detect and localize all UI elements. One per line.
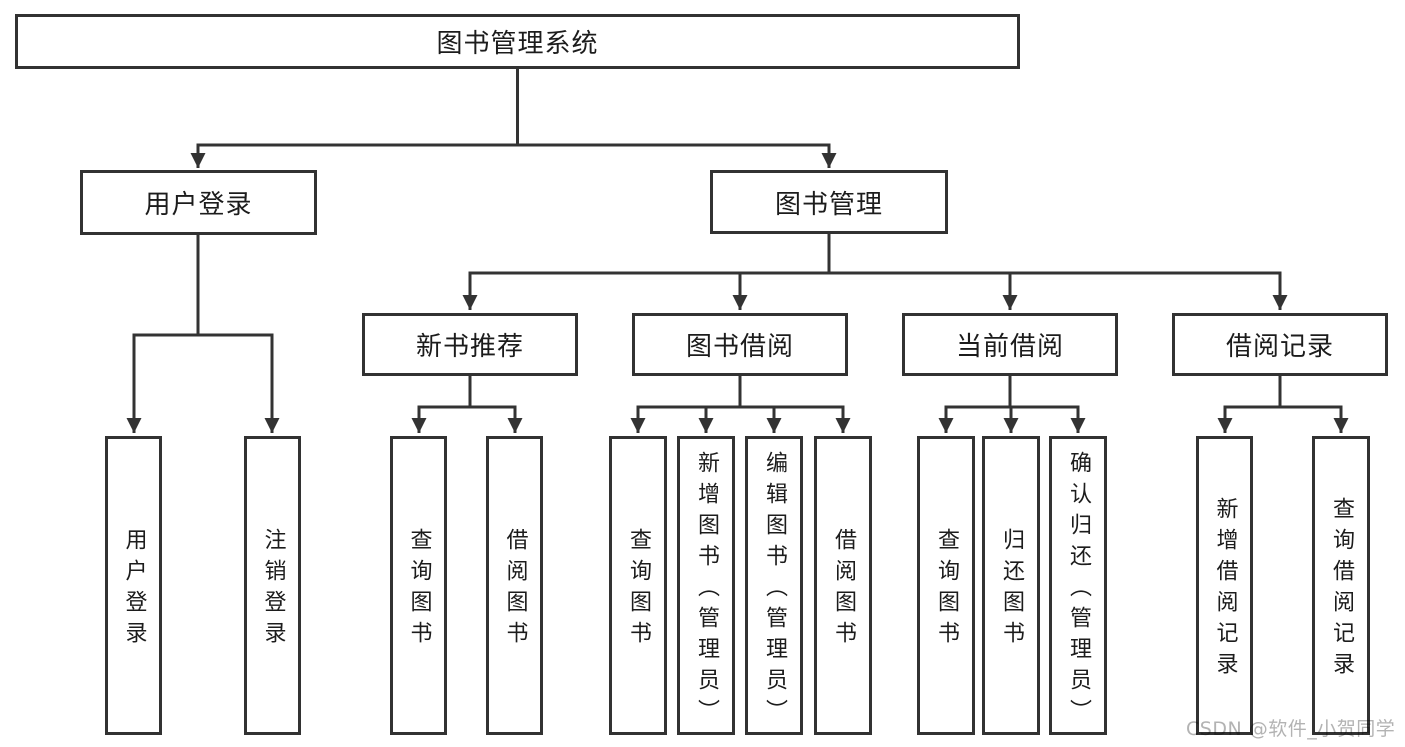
node-label: 借阅图书 xyxy=(502,528,528,652)
leaf-confirm-return-admin: 确认归还（管理员） xyxy=(1049,436,1107,735)
node-library-management-system: 图书管理系统 xyxy=(15,14,1020,69)
node-label: 归还图书 xyxy=(999,528,1024,652)
node-label: 借阅记录 xyxy=(1225,332,1334,362)
node-borrowing-records: 借阅记录 xyxy=(1172,313,1388,376)
node-label: 注销登录 xyxy=(260,528,286,652)
leaf-return-book: 归还图书 xyxy=(982,436,1040,735)
node-label: 查询图书 xyxy=(934,528,959,652)
node-label: 图书借阅 xyxy=(685,332,794,362)
node-label: 图书管理系统 xyxy=(436,29,599,59)
leaf-query-books-current: 查询图书 xyxy=(917,436,975,735)
node-book-borrowing: 图书借阅 xyxy=(632,313,848,376)
node-label: 新书推荐 xyxy=(415,332,524,362)
node-label: 确认归还（管理员） xyxy=(1066,450,1091,730)
leaf-query-books-recommend: 查询图书 xyxy=(390,436,447,735)
node-label: 新增借阅记录 xyxy=(1212,497,1238,683)
leaf-query-books-borrowing: 查询图书 xyxy=(609,436,667,735)
node-label: 编辑图书（管理员） xyxy=(762,450,787,730)
leaf-edit-book-admin: 编辑图书（管理员） xyxy=(745,436,803,735)
node-label: 查询图书 xyxy=(406,528,432,652)
leaf-query-borrow-record: 查询借阅记录 xyxy=(1312,436,1370,735)
leaf-add-borrow-record: 新增借阅记录 xyxy=(1196,436,1253,735)
node-label: 用户登录 xyxy=(121,528,147,652)
leaf-logout: 注销登录 xyxy=(244,436,301,735)
node-label: 查询借阅记录 xyxy=(1329,497,1354,683)
node-label: 查询图书 xyxy=(626,528,651,652)
node-label: 新增图书（管理员） xyxy=(694,450,719,730)
csdn-watermark: CSDN @软件_小贺同学 xyxy=(1186,718,1396,740)
node-user-login: 用户登录 xyxy=(80,170,317,235)
node-new-book-recommendation: 新书推荐 xyxy=(362,313,578,376)
node-label: 用户登录 xyxy=(144,190,253,220)
leaf-borrow-books-recommend: 借阅图书 xyxy=(486,436,543,735)
leaf-user-login: 用户登录 xyxy=(105,436,162,735)
node-label: 图书管理 xyxy=(774,189,883,220)
leaf-add-book-admin: 新增图书（管理员） xyxy=(677,436,735,735)
leaf-borrow-books-borrowing: 借阅图书 xyxy=(814,436,872,735)
node-book-management: 图书管理 xyxy=(710,170,948,234)
node-label: 当前借阅 xyxy=(955,332,1064,362)
node-label: 借阅图书 xyxy=(831,528,856,652)
node-current-borrowing: 当前借阅 xyxy=(902,313,1118,376)
